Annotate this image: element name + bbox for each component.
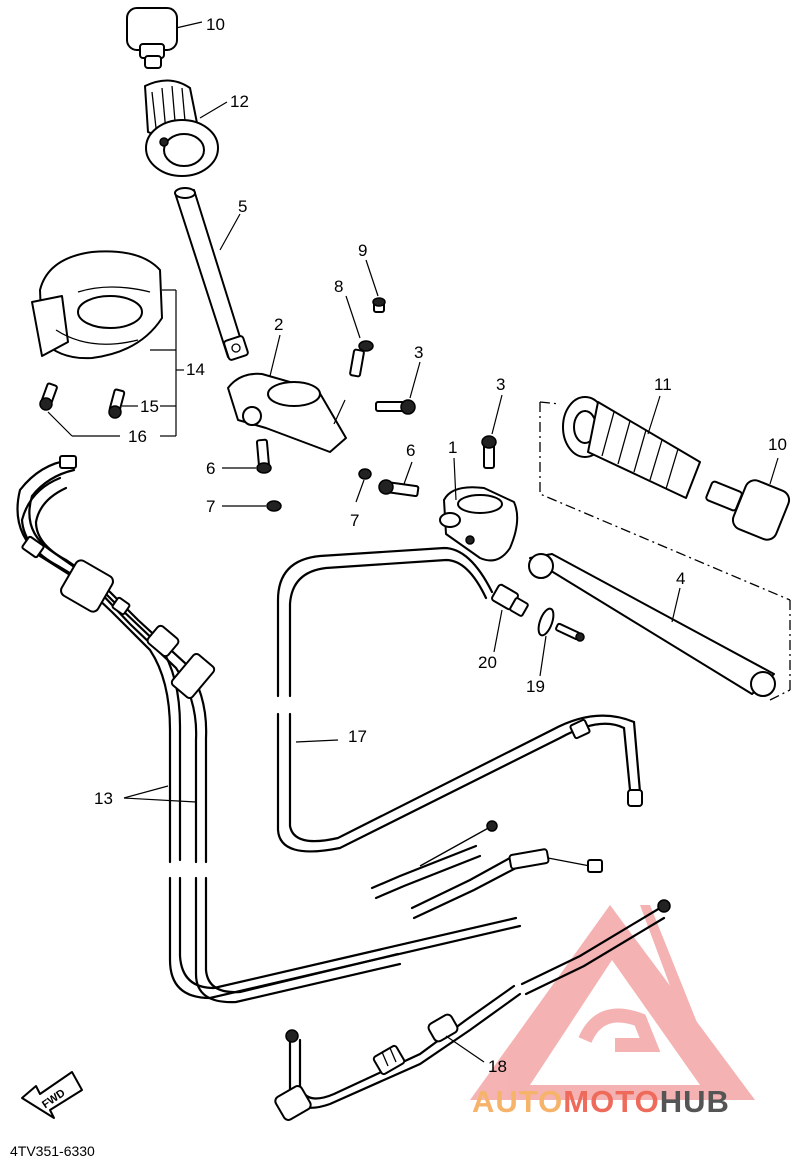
- callout-8: 8: [334, 277, 343, 296]
- callout-19: 19: [526, 677, 545, 696]
- callout-7-left: 7: [206, 497, 215, 516]
- callout-11: 11: [654, 375, 672, 394]
- screws-left: [222, 259, 421, 512]
- fwd-arrow-icon: FWD: [21, 1071, 83, 1119]
- callout-9: 9: [358, 241, 367, 260]
- callout-13: 13: [94, 789, 113, 808]
- watermark-logo: [470, 905, 755, 1100]
- svg-text:AUTOMOTOHUB: AUTOMOTOHUB: [472, 1084, 730, 1119]
- part-15-16-screws: [39, 382, 176, 437]
- callout-6-left: 6: [206, 459, 215, 478]
- callout-20: 20: [478, 653, 497, 672]
- part-18-throttle-cable-lower: [274, 820, 671, 1121]
- part-10-right-end-weight: [705, 457, 791, 541]
- part-13-cables: [16, 455, 522, 1004]
- watermark-hub: HUB: [660, 1084, 730, 1119]
- callout-10-top: 10: [206, 15, 225, 34]
- screws-right: [355, 394, 503, 503]
- callout-1: 1: [448, 438, 457, 457]
- watermark-auto: AUTO: [472, 1084, 563, 1119]
- watermark-text: AUTOMOTOHUB: [472, 1084, 730, 1119]
- callouts: 10 12 5 9 8 2 3 14 15 16 3 11 10 1 6 6 7…: [94, 15, 787, 1076]
- callout-15: 15: [140, 397, 159, 416]
- part-1-holder: [439, 457, 519, 562]
- callout-17: 17: [348, 727, 367, 746]
- callout-7-right: 7: [350, 511, 359, 530]
- part-4-handlebar-right: [528, 553, 776, 697]
- part-11-grip: [562, 395, 701, 499]
- callout-10-right: 10: [768, 435, 787, 454]
- part-14-switch-housing: [31, 250, 184, 436]
- part-12-throttle-grip: [144, 79, 228, 177]
- callout-16: 16: [128, 427, 147, 446]
- watermark-moto: MOTO: [563, 1084, 659, 1119]
- callout-4: 4: [676, 569, 685, 588]
- callout-3-left: 3: [414, 343, 423, 362]
- callout-2: 2: [274, 315, 283, 334]
- callout-5: 5: [238, 197, 247, 216]
- callout-3-right: 3: [496, 375, 505, 394]
- assembly-frame-lines: [539, 401, 791, 701]
- callout-14: 14: [186, 360, 205, 379]
- part-17-throttle-cable: [276, 546, 643, 853]
- callout-12: 12: [230, 92, 249, 111]
- callout-18: 18: [488, 1057, 507, 1076]
- part-2-holder: [227, 334, 347, 453]
- diagram-code: 4TV351-6330: [10, 1143, 95, 1159]
- part-10-top-end-weight: [126, 7, 203, 69]
- part-5-handlebar-left: [174, 187, 249, 361]
- callout-6-right: 6: [406, 441, 415, 460]
